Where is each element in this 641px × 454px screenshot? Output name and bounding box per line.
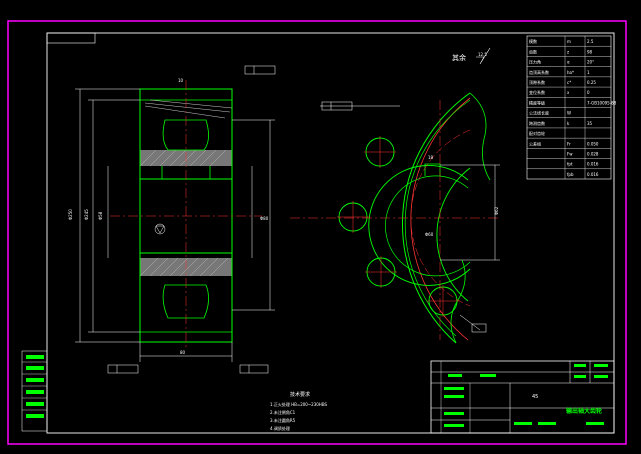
- svg-text:Φ250: Φ250: [68, 209, 73, 220]
- param-cell: Fr: [567, 141, 571, 146]
- tech-requirements: 技术要求 1.正火处理 HB=200~230HBS 2.未注倒角C1 3.未注圆…: [270, 391, 327, 431]
- drawing-frame: [46, 32, 615, 434]
- param-cell: Fw: [567, 152, 573, 157]
- param-cell: 35: [587, 121, 593, 126]
- param-cell: 0: [587, 90, 590, 95]
- param-cell: 0.016: [587, 172, 599, 177]
- param-cell: m: [567, 39, 571, 44]
- tech-req-item-3: 3.未注圆角R5: [270, 417, 296, 423]
- svg-text:Φ60: Φ60: [425, 232, 434, 237]
- gear-params-table: 模数 m 2.5 齿数 z 98 压力角 α 20° 齿顶高系数 ha* 1 顶隙系数 c* 0.25 变位系…: [526, 35, 617, 180]
- param-cell: ha*: [567, 70, 574, 75]
- param-cell: 顶隙系数: [529, 79, 545, 85]
- param-cell: 模数: [529, 38, 537, 44]
- param-cell: 0.016: [587, 162, 599, 167]
- tech-req-item-4: 4.调质处理: [270, 425, 290, 431]
- side-strip: [21, 350, 48, 432]
- section-view: Φ250 Φ245 Φ58 Φ80 80 10: [68, 65, 276, 374]
- param-cell: 7-GB10095-88: [587, 100, 617, 105]
- param-cell: W: [567, 111, 571, 116]
- roughness-note: 其余 12.5: [452, 47, 491, 65]
- corner-stamp: [46, 32, 96, 44]
- param-cell: 20°: [587, 60, 594, 65]
- title-block: 45 输出轴大齿轮: [430, 360, 615, 434]
- param-cell: 变位系数: [529, 89, 545, 95]
- svg-text:Φ245: Φ245: [84, 209, 89, 220]
- roughness-value: 12.5: [478, 52, 487, 57]
- svg-text:Φ58: Φ58: [98, 211, 103, 220]
- param-cell: α: [567, 60, 570, 65]
- param-cell: k: [567, 121, 570, 126]
- param-cell: 跨测齿数: [529, 120, 545, 126]
- param-cell: 0.028: [587, 152, 599, 157]
- param-cell: 公差组: [529, 140, 541, 146]
- param-cell: 1: [587, 70, 590, 75]
- sheet-border: [7, 20, 627, 445]
- param-cell: 精度等级: [529, 99, 545, 105]
- param-cell: 齿数: [529, 48, 537, 54]
- svg-text:10: 10: [178, 78, 184, 83]
- param-cell: 齿顶高系数: [529, 69, 549, 75]
- param-cell: 98: [587, 49, 593, 54]
- front-view: Φ62 18 Φ60: [290, 92, 500, 344]
- svg-text:Φ62: Φ62: [494, 206, 499, 215]
- param-cell: x: [567, 90, 570, 95]
- svg-text:18: 18: [428, 155, 434, 160]
- svg-text:80: 80: [180, 350, 186, 355]
- param-cell: c*: [567, 80, 571, 85]
- param-cell: 压力角: [529, 59, 541, 65]
- tech-req-item-2: 2.未注倒角C1: [270, 409, 296, 415]
- param-cell: 0.050: [587, 141, 599, 146]
- material-label: 45: [532, 394, 538, 400]
- tech-req-item-1: 1.正火处理 HB=200~230HBS: [270, 401, 327, 407]
- tech-req-title: 技术要求: [290, 391, 310, 398]
- param-cell: 配对齿轮: [529, 130, 545, 136]
- param-cell: 2.5: [587, 39, 594, 44]
- param-cell: 0.25: [587, 80, 596, 85]
- param-cell: z: [567, 49, 569, 54]
- param-cell: fpb: [567, 172, 574, 177]
- svg-text:Φ80: Φ80: [260, 216, 269, 221]
- param-cell: 公法线长度: [529, 110, 549, 116]
- param-cell: fpt: [567, 162, 573, 167]
- roughness-label: 其余: [452, 53, 466, 62]
- part-name: 输出轴大齿轮: [566, 407, 602, 415]
